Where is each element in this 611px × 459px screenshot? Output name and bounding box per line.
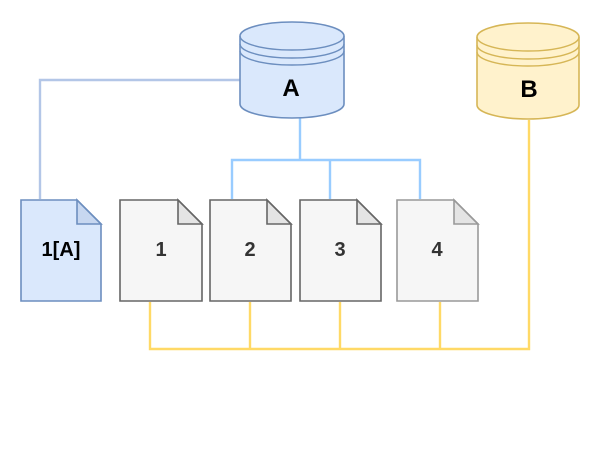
connector-database-a-to-document-1a (38, 78, 240, 199)
database-a-top-ellipse (239, 35, 345, 51)
document-3-fold (356, 198, 383, 225)
database-b-ring-1 (476, 44, 580, 60)
database-b-ring-2 (476, 51, 580, 67)
document-1-body (119, 199, 203, 302)
document-2: 2 (209, 198, 293, 302)
document-1a-fold (76, 198, 103, 225)
document-1: 1 (119, 198, 204, 302)
database-b-top-ellipse (476, 36, 580, 52)
document-2-label: 2 (244, 239, 255, 261)
database-b: B (476, 22, 580, 120)
database-a-label: A (282, 75, 299, 102)
connector-database-a-to-documents (230, 118, 422, 199)
document-4-body (396, 199, 479, 302)
database-a: A (239, 21, 345, 119)
document-1-fold (177, 198, 204, 225)
document-2-body (209, 199, 292, 302)
document-1a-label: 1[A] (42, 239, 81, 261)
document-4: 4 (396, 198, 480, 302)
document-4-label: 4 (431, 239, 443, 261)
document-3-body (299, 199, 382, 302)
database-b-label: B (520, 76, 537, 103)
database-a-ring-1 (239, 43, 345, 59)
document-4-fold (453, 198, 480, 225)
document-1-label: 1 (155, 239, 166, 261)
document-1a-body (20, 199, 102, 302)
database-b-body (476, 22, 580, 120)
database-a-body (239, 21, 345, 119)
document-1a: 1[A] (20, 198, 103, 302)
database-a-ring-2 (239, 50, 345, 66)
document-3-label: 3 (334, 239, 345, 261)
document-2-fold (266, 198, 293, 225)
connector-database-b-to-documents (148, 120, 531, 351)
document-3: 3 (299, 198, 383, 302)
